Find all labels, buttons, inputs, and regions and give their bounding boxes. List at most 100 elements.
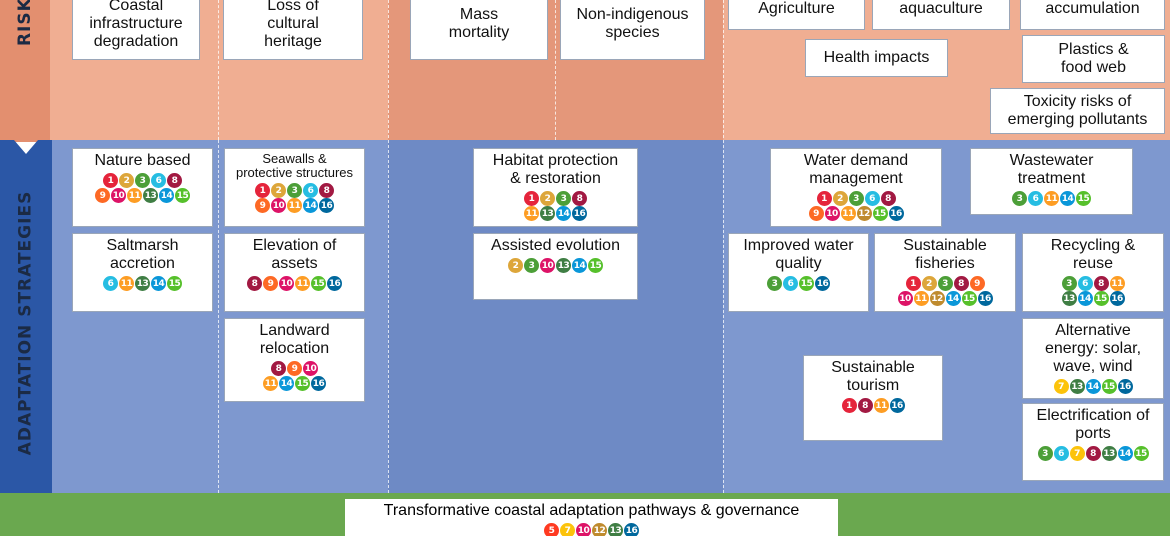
- sdg-14-icon: 14: [303, 198, 318, 213]
- sdg-14-icon: 14: [159, 188, 174, 203]
- adaptation-row-label: ADAPTATION STRATEGIES: [15, 190, 36, 455]
- sdg-16-icon: 16: [977, 291, 993, 306]
- sdg-3-icon: 3: [524, 258, 539, 273]
- risk-label: accumulation: [1045, 0, 1140, 17]
- sdg-16-icon: 16: [1117, 379, 1133, 394]
- column-separator: [723, 0, 724, 493]
- sdg-11-icon: 11: [127, 188, 142, 203]
- sdg-2-icon: 2: [271, 183, 286, 198]
- risk-label: Agriculture: [758, 0, 835, 17]
- sdg-14-icon: 14: [279, 376, 294, 391]
- sdg-2-icon: 2: [119, 173, 134, 188]
- sdg-15-icon: 15: [799, 276, 814, 291]
- sdg-15-icon: 15: [175, 188, 190, 203]
- risk-box-plastics-food-web: Plastics & food web: [1022, 35, 1165, 83]
- sdg-5-icon: 5: [544, 523, 559, 536]
- strategy-label: Nature based: [94, 152, 191, 169]
- sdg-6-icon: 6: [864, 191, 880, 206]
- sdg-15-icon: 15: [295, 376, 310, 391]
- risk-label: Non-indigenous species: [576, 6, 689, 41]
- strategy-label: Habitat protection & restoration: [492, 152, 619, 187]
- sdg-14-icon: 14: [556, 206, 571, 221]
- risk-box-coastal-infrastructure-degradation: Coastal infrastructure degradation: [72, 0, 200, 60]
- sdg-16-icon: 16: [624, 523, 639, 536]
- sdg-12-icon: 12: [929, 291, 945, 306]
- sdg-15-icon: 15: [588, 258, 603, 273]
- sdg-16-icon: 16: [311, 376, 326, 391]
- sdg-6-icon: 6: [151, 173, 166, 188]
- sdg-6-icon: 6: [783, 276, 798, 291]
- sdg-9-icon: 9: [287, 361, 302, 376]
- sdg-15-icon: 15: [167, 276, 182, 291]
- sdg-1-icon: 1: [816, 191, 832, 206]
- sdg-6-icon: 6: [303, 183, 318, 198]
- strategy-label: Landward relocation: [259, 322, 330, 357]
- sdg-13-icon: 13: [1069, 379, 1085, 394]
- sdg-15-icon: 15: [311, 276, 326, 291]
- risk-label: Toxicity risks of emerging pollutants: [1007, 93, 1148, 128]
- risk-label: Health impacts: [823, 49, 930, 66]
- sdg-16-icon: 16: [319, 198, 334, 213]
- column-separator: [218, 140, 219, 493]
- strategy-label: Wastewater treatment: [1009, 152, 1094, 187]
- strategy-label: Water demand management: [803, 152, 909, 187]
- sdg-16-icon: 16: [572, 206, 587, 221]
- sdg-8-icon: 8: [247, 276, 262, 291]
- strategy-label: Seawalls & protective structures: [235, 151, 354, 180]
- sdg-16-icon: 16: [1109, 291, 1125, 306]
- sdg-3-icon: 3: [1061, 276, 1077, 291]
- governance-label: Transformative coastal adaptation pathwa…: [383, 502, 800, 519]
- sdg-9-icon: 9: [255, 198, 270, 213]
- sdg-8-icon: 8: [880, 191, 896, 206]
- sdg-13-icon: 13: [135, 276, 150, 291]
- sdg-14-icon: 14: [572, 258, 587, 273]
- sdg-11-icon: 11: [873, 398, 889, 413]
- strategy-label: Sustainable tourism: [831, 359, 915, 394]
- sdg-10-icon: 10: [897, 291, 913, 306]
- sdg-1-icon: 1: [841, 398, 857, 413]
- sdg-13-icon: 13: [608, 523, 623, 536]
- risk-label: Loss of cultural heritage: [264, 0, 322, 50]
- sdg-2-icon: 2: [832, 191, 848, 206]
- sdg-8-icon: 8: [167, 173, 182, 188]
- strategy-label: Electrification of ports: [1036, 407, 1150, 442]
- sdg-10-icon: 10: [576, 523, 591, 536]
- risks-label-column: [0, 0, 50, 142]
- sdg-13-icon: 13: [1061, 291, 1077, 306]
- sdg-11-icon: 11: [295, 276, 310, 291]
- sdg-11-icon: 11: [1109, 276, 1125, 291]
- sdg-10-icon: 10: [111, 188, 126, 203]
- risk-label: Plastics & food web: [1058, 41, 1129, 76]
- risk-label: aquaculture: [899, 0, 983, 17]
- sdg-6-icon: 6: [1028, 191, 1043, 206]
- risk-box-non-indigenous-species: Non-indigenous species: [560, 0, 705, 60]
- sdg-9-icon: 9: [95, 188, 110, 203]
- risk-label: Coastal infrastructure degradation: [89, 0, 183, 50]
- sdg-16-icon: 16: [815, 276, 830, 291]
- strategy-label: Elevation of assets: [252, 237, 337, 272]
- sdg-15-icon: 15: [872, 206, 888, 221]
